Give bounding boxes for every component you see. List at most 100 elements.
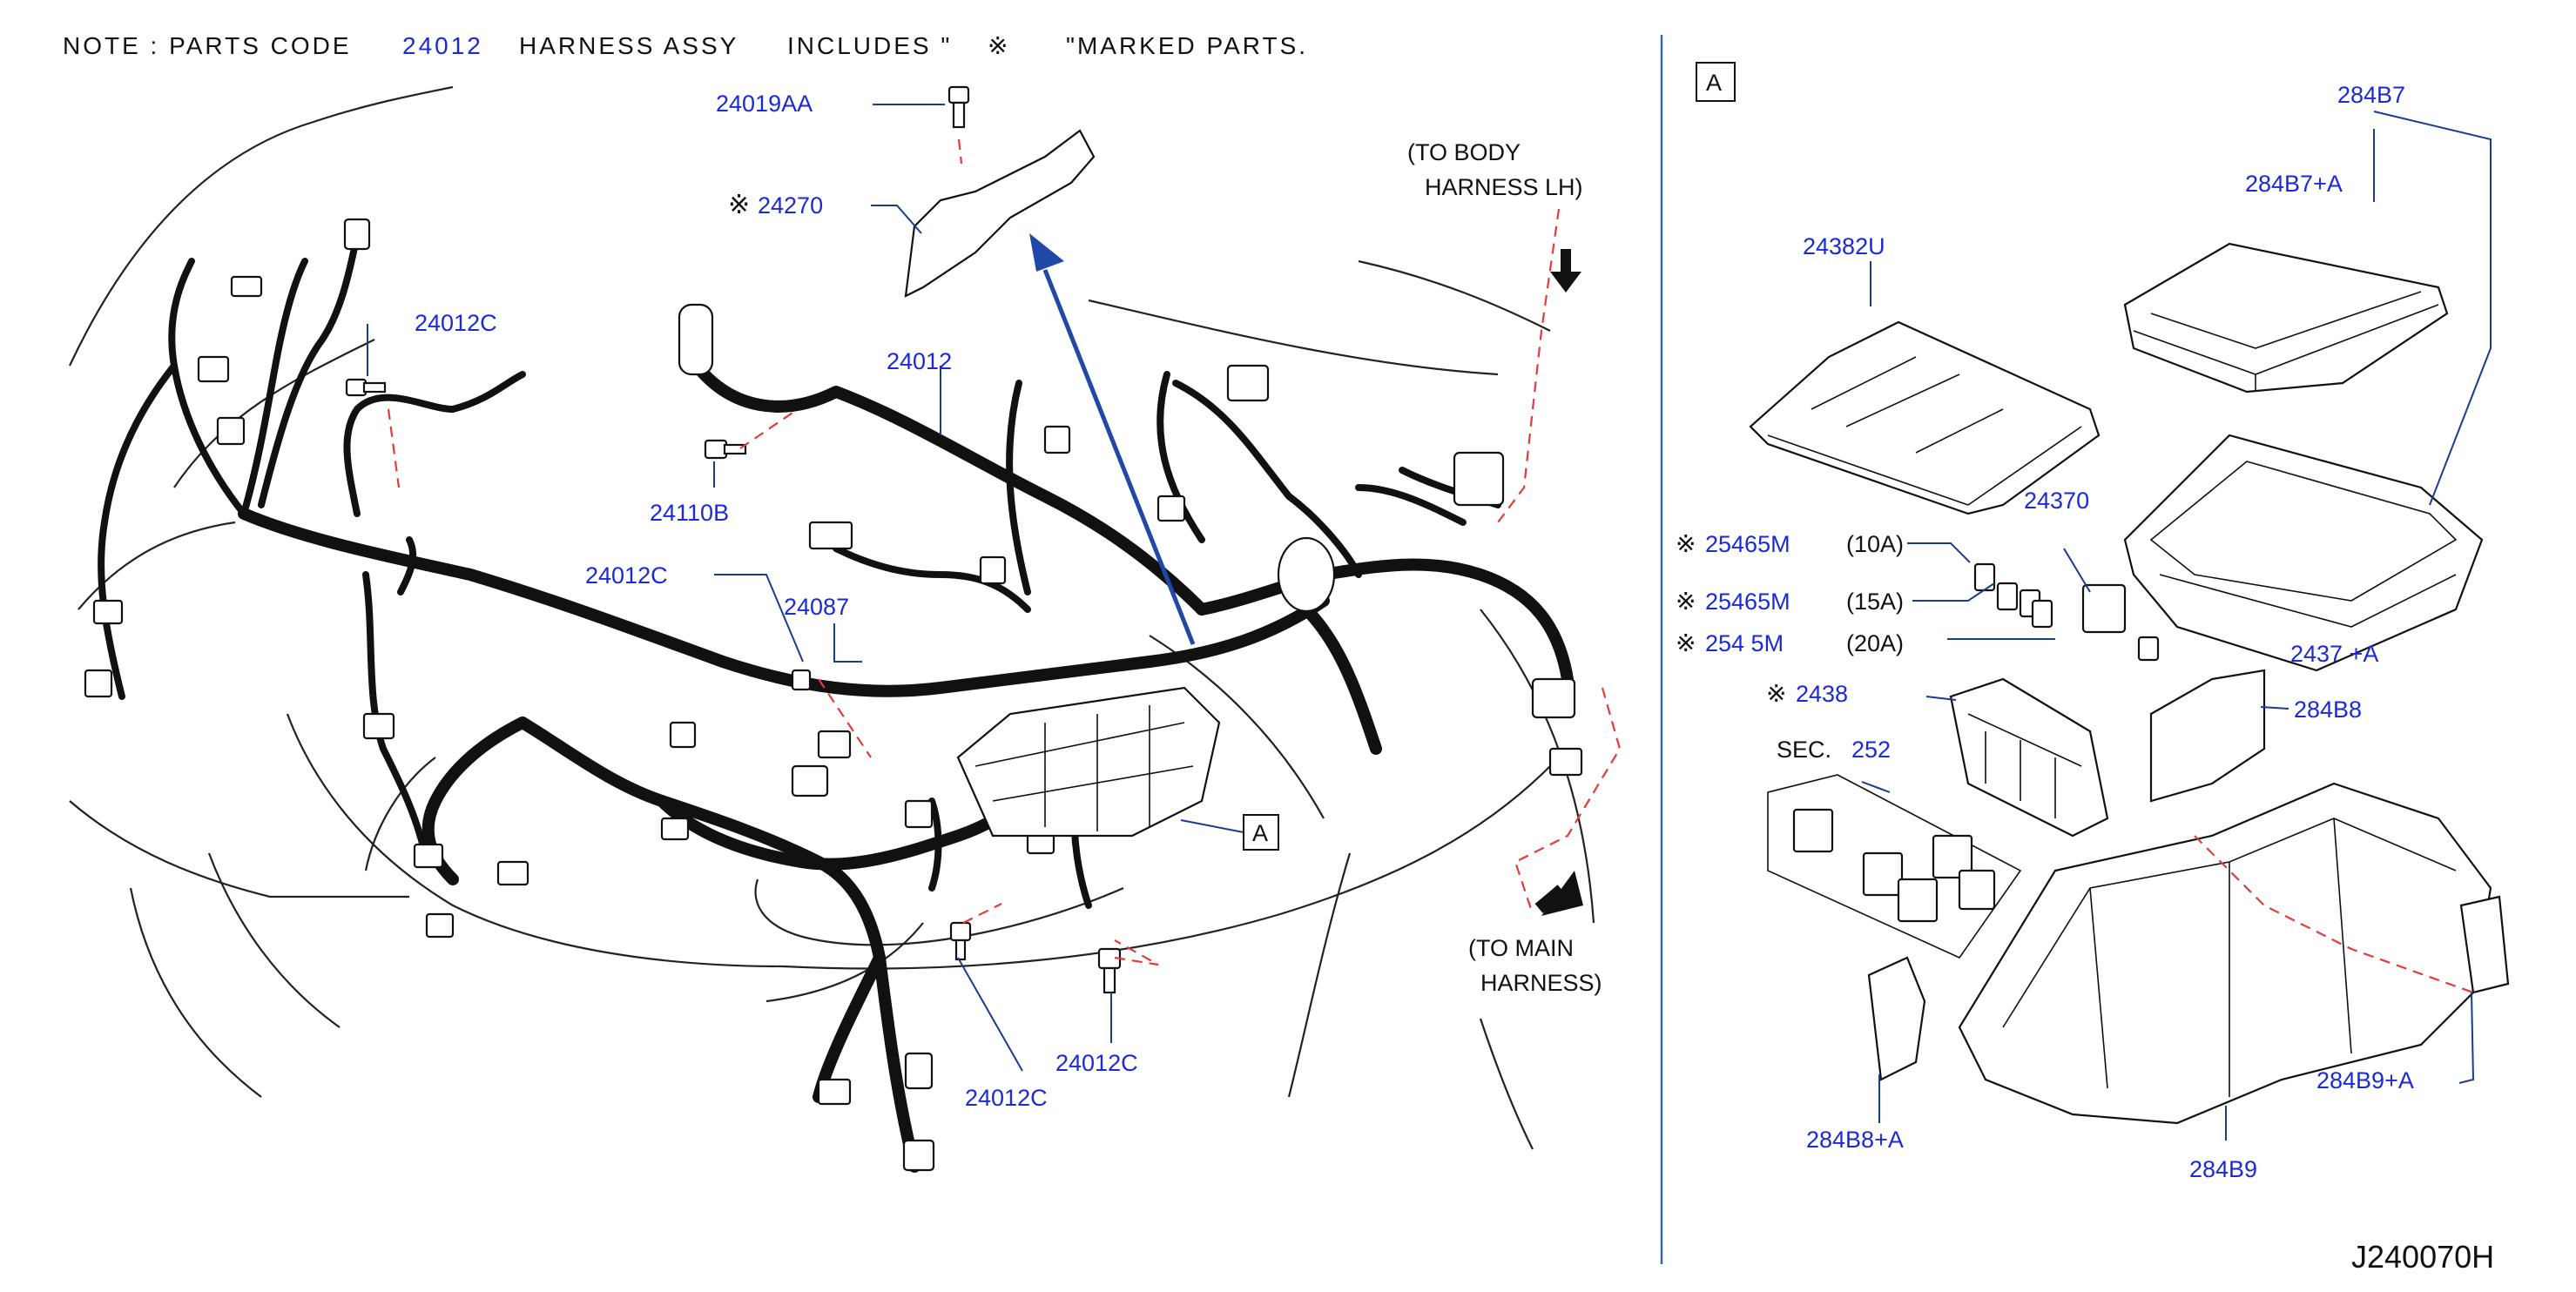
connector — [902, 1139, 935, 1172]
note-symbol: ※ — [988, 32, 1010, 59]
marker-symbol-fuse1: ※ — [1676, 530, 1696, 557]
bolt-24012C-d — [1097, 947, 1122, 994]
bracket-284B8A — [1867, 956, 1926, 1081]
bracket-24270 — [904, 129, 1096, 298]
note-prefix: NOTE : PARTS CODE — [63, 32, 352, 59]
bolt-24087 — [791, 669, 812, 691]
small-fuse — [2137, 636, 2160, 662]
cover-284B9A — [2459, 895, 2510, 994]
left-red-leaders — [387, 138, 1622, 966]
to-main-line1: (TO MAIN — [1468, 935, 1574, 961]
connector — [1531, 677, 1576, 719]
label-284B8: 284B8 — [2294, 696, 2362, 723]
connector — [216, 416, 246, 446]
bolt-24019AA — [947, 85, 970, 129]
label-2437A: 2437 +A — [2290, 641, 2378, 667]
relays-sec252 — [1792, 808, 1996, 923]
label-284B7A: 284B7+A — [2245, 171, 2343, 197]
label-2438: 2438 — [1796, 681, 1848, 707]
note-suffix: "MARKED PARTS. — [1066, 32, 1308, 59]
detail-A-box — [1696, 62, 1736, 102]
blue-pointer-arrow — [1029, 233, 1196, 645]
connector — [904, 799, 934, 829]
marker-symbol-fuse2: ※ — [1676, 588, 1696, 615]
mini-fuse-20A — [2031, 599, 2053, 629]
right-leaders — [1861, 111, 2492, 1141]
connector — [791, 764, 829, 797]
detail-A-tag: A — [1706, 70, 1722, 96]
marker-symbol-2438: ※ — [1766, 680, 1786, 707]
label-24270: 24270 — [758, 192, 823, 219]
header-note: NOTE : PARTS CODE 24012 HARNESS ASSY INC… — [63, 32, 1308, 59]
connector — [92, 599, 124, 625]
label-24012C-d: 24012C — [1055, 1050, 1138, 1076]
to-body-arrow — [1550, 249, 1581, 293]
label-24012C-c: 24012C — [965, 1085, 1048, 1111]
connector — [84, 669, 113, 698]
note-harness: HARNESS ASSY — [519, 32, 738, 59]
left-leaders — [367, 104, 1244, 1072]
label-24110B: 24110B — [650, 500, 729, 526]
label-24012C-a: 24012C — [415, 310, 497, 336]
label-284B9A: 284B9+A — [2316, 1067, 2414, 1093]
label-24382U: 24382U — [1803, 233, 1885, 259]
to-body-line1: (TO BODY — [1407, 139, 1521, 165]
note-code: 24012 — [402, 32, 483, 59]
engine-room-fuse-box — [956, 686, 1221, 838]
connector — [1548, 747, 1583, 777]
frame-284B7 — [2123, 434, 2484, 672]
label-24019AA: 24019AA — [716, 91, 813, 117]
sec252-outline — [1767, 774, 2022, 959]
cover-284B7A — [2123, 242, 2449, 394]
mini-fuse-10A — [1973, 562, 1996, 592]
connector — [808, 521, 853, 550]
relay-block-2438 — [1949, 677, 2109, 838]
to-body-line2: HARNESS LH) — [1425, 174, 1583, 200]
cover-24382U — [1749, 320, 2101, 515]
connector — [678, 303, 714, 376]
label-24087: 24087 — [784, 594, 849, 620]
connector — [660, 817, 690, 841]
label-fuse2-code: 25465M — [1705, 589, 1790, 615]
connector — [904, 1052, 934, 1090]
connector — [496, 860, 529, 886]
harness-connectors — [84, 218, 1583, 1172]
diagram-code: J240070H — [2351, 1239, 2494, 1275]
connector — [413, 843, 444, 869]
label-fuse3-code: 254 5M — [1705, 630, 1784, 656]
note-includes: INCLUDES " — [787, 32, 952, 59]
connector — [979, 555, 1007, 585]
marker-symbol-fuse3: ※ — [1676, 629, 1696, 656]
marker-symbol: ※ — [728, 191, 750, 219]
label-284B8A: 284B8+A — [1806, 1127, 1904, 1153]
connector — [343, 218, 371, 251]
grommet — [1277, 536, 1336, 613]
bolt-24012C-a — [345, 378, 387, 397]
connector — [230, 275, 263, 298]
bolt-24012C-c — [949, 921, 972, 961]
label-fuse1-code: 25465M — [1705, 531, 1790, 557]
to-main-line2: HARNESS) — [1480, 970, 1602, 996]
label-24012: 24012 — [887, 348, 952, 374]
bracket-284B8 — [2149, 669, 2266, 803]
connector — [817, 730, 852, 759]
label-sec: SEC. — [1777, 737, 1831, 763]
label-fuse2-rating: (15A) — [1846, 589, 1904, 615]
connector — [362, 712, 395, 740]
connector — [1453, 451, 1505, 507]
wiring-harness — [98, 232, 1574, 1173]
connector — [1157, 495, 1186, 522]
connector — [1043, 425, 1071, 454]
bolt-24110B — [704, 439, 747, 460]
label-fuse3-rating: (20A) — [1846, 630, 1904, 656]
fuse-holder-24370 — [2081, 583, 2127, 634]
label-24370: 24370 — [2024, 488, 2089, 514]
label-284B9: 284B9 — [2189, 1156, 2257, 1182]
callout-A: A — [1252, 820, 1268, 846]
label-fuse1-rating: (10A) — [1846, 531, 1904, 557]
label-24012C-b: 24012C — [585, 562, 668, 589]
connector — [1226, 364, 1270, 402]
label-sec-252: 252 — [1851, 737, 1891, 763]
to-main-arrow — [1534, 871, 1583, 916]
